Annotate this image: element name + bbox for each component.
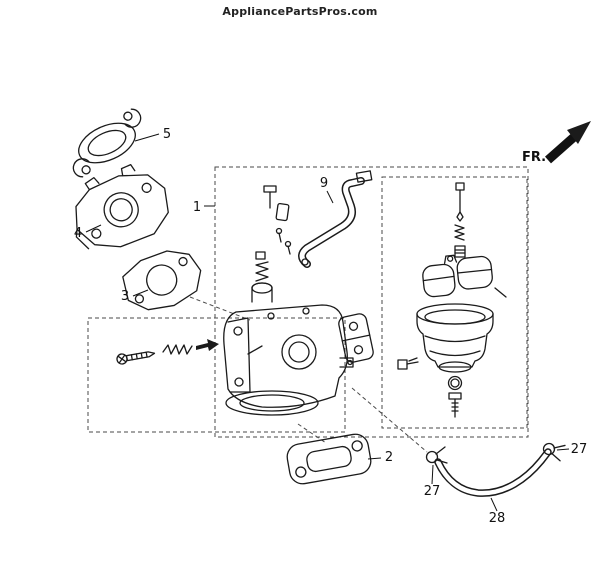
insulator-4-drawing [75, 163, 169, 250]
callout-9: 9 [320, 176, 328, 191]
float-valve-set-drawing [454, 182, 466, 258]
leader-3 [132, 289, 149, 297]
leader-2 [367, 457, 382, 460]
callout-3: 3 [121, 289, 129, 304]
callout-labels: 5 4 3 1 9 2 27 27 28 [74, 127, 587, 526]
callout-1: 1 [193, 200, 201, 215]
gasket-3-drawing [122, 250, 202, 311]
construction-line-fuel-line [351, 387, 428, 453]
leader-5 [134, 133, 160, 142]
adjust-screws-drawing [116, 339, 219, 365]
leader-27-left [431, 464, 434, 485]
main-assembly-box [214, 166, 529, 438]
gasket-5-drawing [72, 108, 142, 178]
gasket-2-drawing [286, 433, 372, 485]
float-pin-drawing [494, 287, 507, 298]
float-chamber-box [381, 176, 528, 429]
fr-label: FR. [522, 150, 546, 165]
callout-5: 5 [163, 127, 171, 142]
fr-direction: FR. [522, 121, 591, 165]
watermark-text: AppliancePartsPros.com [222, 5, 378, 18]
fr-arrow-head [567, 121, 591, 144]
assembly-group-boxes [87, 166, 529, 453]
leader-4 [85, 224, 102, 233]
screw-set-box [87, 317, 346, 433]
callout-28: 28 [489, 511, 506, 526]
fuel-tube-28-drawing [434, 448, 552, 497]
callout-27-right: 27 [571, 442, 588, 457]
fr-arrow-shaft [545, 133, 577, 164]
float-drawing [422, 254, 493, 298]
callout-27-left: 27 [424, 484, 441, 499]
choke-small-parts [263, 185, 292, 255]
float-bowl-drawing [397, 303, 494, 373]
leader-27-right [556, 448, 570, 451]
callout-2: 2 [385, 450, 393, 465]
leader-28 [490, 497, 498, 512]
callout-4: 4 [74, 226, 82, 241]
drain-screw-drawing [447, 375, 463, 418]
clip-27-left-drawing [425, 446, 448, 464]
carburetor-body-drawing [223, 251, 354, 416]
leader-9 [326, 190, 334, 204]
construction-line-gasket3 [189, 296, 251, 321]
clip-27-right-drawing [542, 442, 566, 462]
throttle-lever-9-drawing [298, 170, 373, 268]
bracket-plate-drawing [338, 313, 374, 363]
